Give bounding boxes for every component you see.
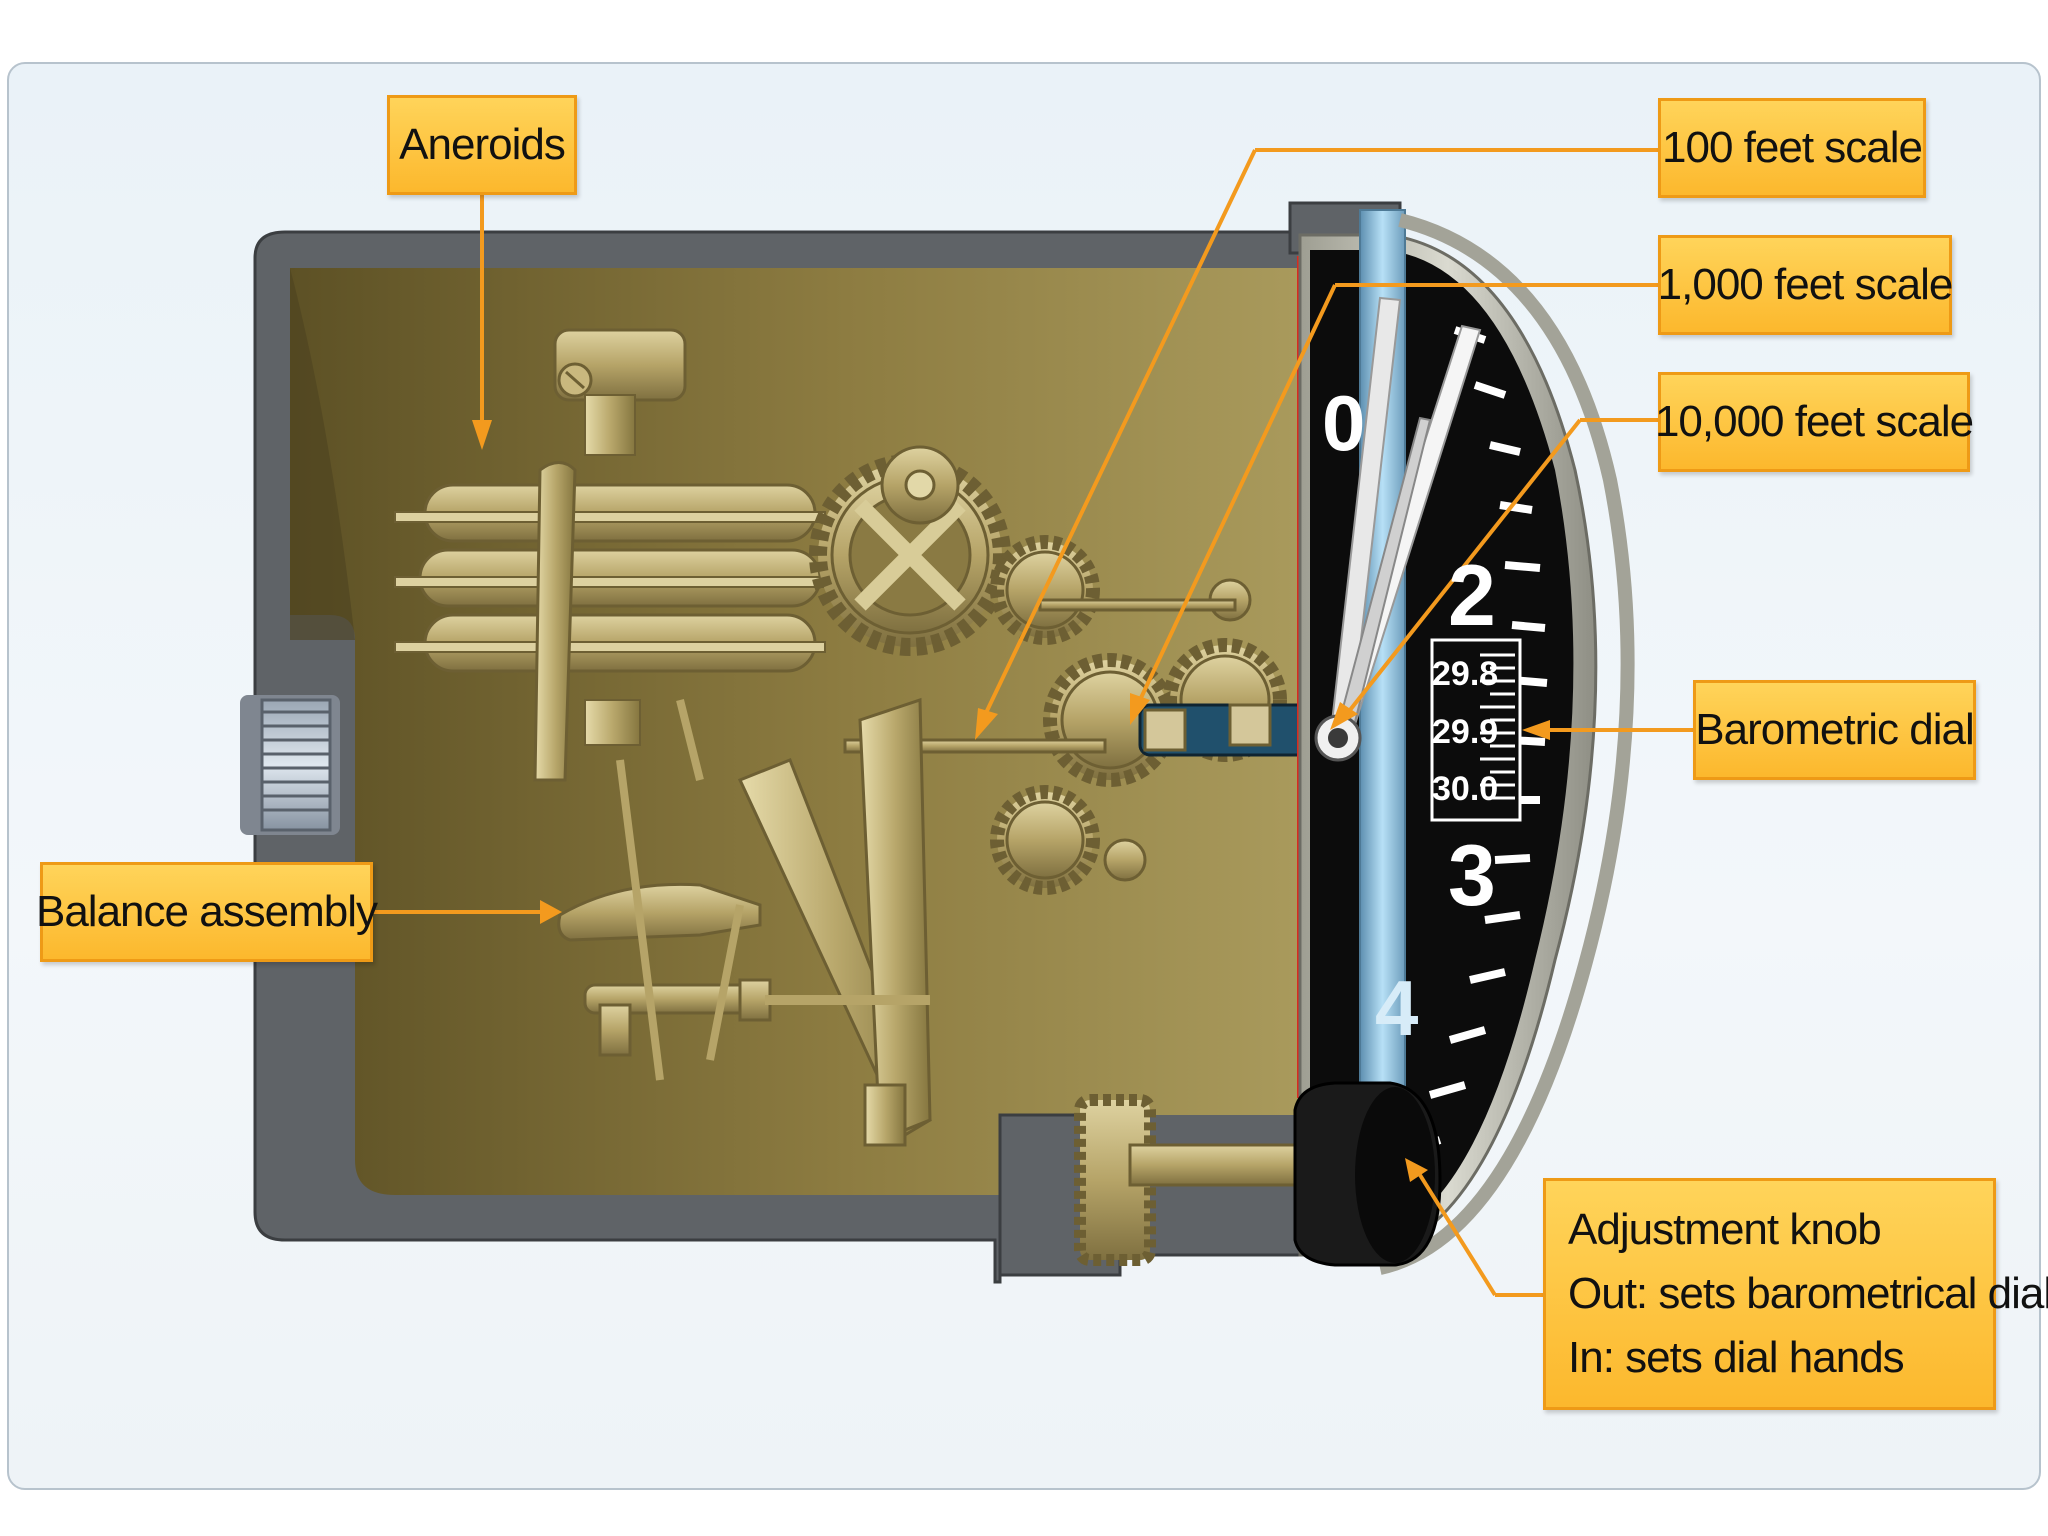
callout-10000-feet-scale: 10,000 feet scale <box>1658 372 1970 472</box>
callout-balance-assembly: Balance assembly <box>40 862 373 962</box>
dial-numeral-0: 0 <box>1322 379 1365 467</box>
adjustment-knob-in-note: In: sets dial hands <box>1568 1326 1904 1390</box>
callout-aneroids: Aneroids <box>387 95 577 195</box>
callout-barometric-dial: Barometric dial <box>1693 680 1976 780</box>
callout-1000-feet-scale: 1,000 feet scale <box>1658 235 1952 335</box>
baro-value-1: 29.8 <box>1432 655 1498 693</box>
static-port-fitting <box>240 695 340 835</box>
callout-100-feet-scale: 100 feet scale <box>1658 98 1926 198</box>
adjustment-knob-out-note: Out: sets barometrical dial <box>1568 1262 2048 1326</box>
callout-adjustment-knob: Adjustment knob Out: sets barometrical d… <box>1543 1178 1996 1410</box>
dial-numeral-3: 3 <box>1448 828 1496 924</box>
dial-numeral-2: 2 <box>1448 548 1496 644</box>
adjustment-knob-title: Adjustment knob <box>1568 1198 1881 1262</box>
baro-value-3: 30.0 <box>1432 770 1498 808</box>
baro-value-2: 29.9 <box>1432 713 1498 751</box>
dial-numeral-4: 4 <box>1375 964 1418 1052</box>
